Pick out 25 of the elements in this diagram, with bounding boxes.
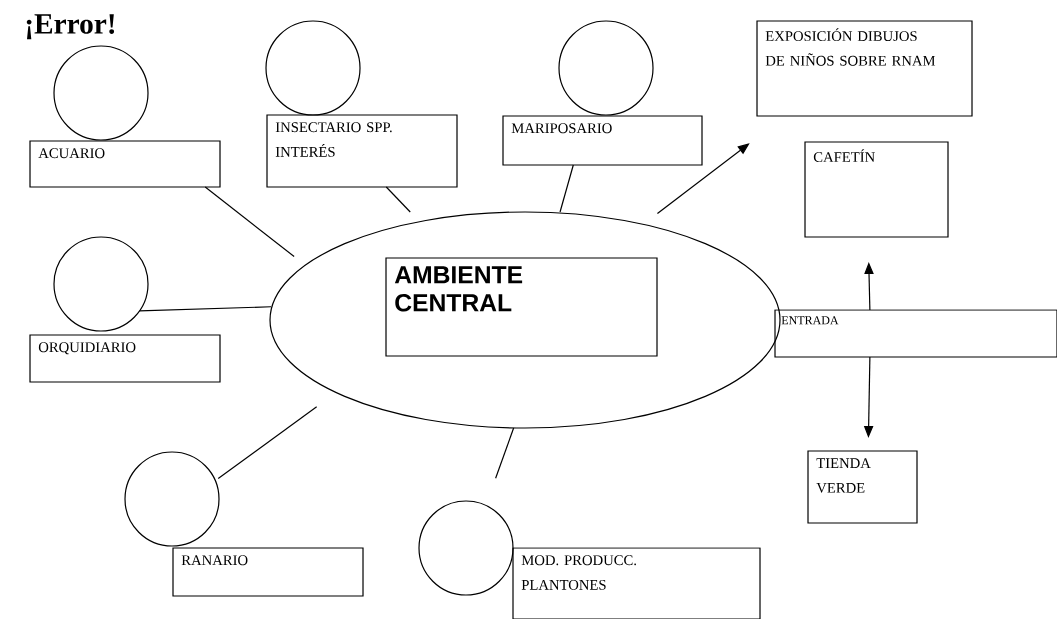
label-box: CAFETÍN bbox=[804, 141, 949, 238]
label-box: RANARIO bbox=[172, 547, 364, 597]
circle bbox=[53, 45, 149, 141]
label-box: INSECTARIO SPP. INTERÉS bbox=[266, 114, 458, 188]
label-box: MARIPOSARIO bbox=[502, 115, 703, 166]
ellipse bbox=[269, 211, 781, 429]
label-box: ACUARIO bbox=[29, 140, 221, 188]
label-box: ORQUIDIARIO bbox=[29, 334, 221, 383]
label-box: EXPOSICIÓN DIBUJOS DE NIÑOS SOBRE RNAM bbox=[756, 20, 973, 117]
circle bbox=[53, 236, 149, 332]
title-box: AMBIENTE CENTRAL bbox=[385, 257, 658, 357]
connector-line bbox=[495, 427, 515, 479]
circle bbox=[124, 451, 220, 547]
label-box: MOD. PRODUCC. PLANTONES bbox=[512, 547, 761, 619]
connector-line bbox=[204, 186, 295, 258]
connector-line bbox=[385, 186, 411, 213]
connector-line bbox=[217, 406, 318, 480]
circle bbox=[558, 20, 654, 116]
circle bbox=[265, 20, 361, 116]
label-box: TIENDA VERDE bbox=[807, 450, 918, 524]
label-box: ENTRADA bbox=[774, 309, 1057, 358]
connector-line bbox=[138, 306, 272, 312]
connector-line bbox=[559, 164, 574, 213]
title: ¡Error! bbox=[26, 14, 115, 40]
circle bbox=[418, 500, 514, 596]
